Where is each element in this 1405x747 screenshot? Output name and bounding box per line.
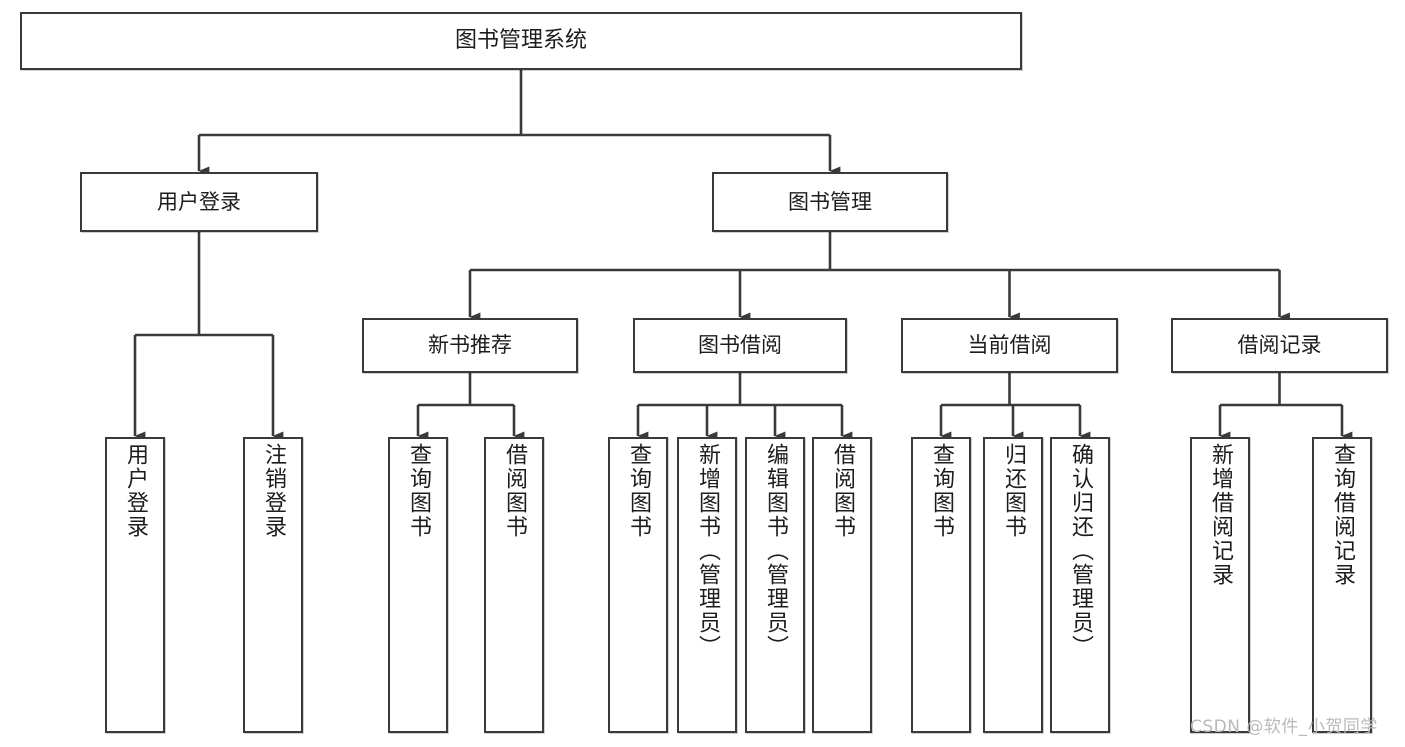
leaf-leaf-add-book-admin-label: 新增图书（管理员）: [695, 443, 720, 659]
leaf-leaf-query-book-current[interactable]: 查询图书: [911, 437, 971, 733]
watermark: CSDN @软件_小贺同学: [1190, 717, 1378, 737]
node-root-label: 图书管理系统: [454, 28, 587, 54]
leaf-leaf-return-book[interactable]: 归还图书: [983, 437, 1043, 733]
leaf-leaf-query-borrow-record-label: 查询借阅记录: [1330, 443, 1355, 587]
leaf-leaf-borrow-book-recommend[interactable]: 借阅图书: [484, 437, 544, 733]
leaf-leaf-borrow-book-recommend-label: 借阅图书: [502, 443, 527, 539]
node-new-book-recommend[interactable]: 新书推荐: [362, 318, 578, 373]
connector-lines: [133, 70, 1353, 441]
node-book-borrow-label: 图书借阅: [698, 333, 782, 358]
leaf-leaf-add-borrow-record-label: 新增借阅记录: [1208, 443, 1233, 587]
leaf-leaf-borrow-book[interactable]: 借阅图书: [812, 437, 872, 733]
node-user-login-label: 用户登录: [157, 189, 241, 214]
node-user-login[interactable]: 用户登录: [80, 172, 318, 232]
leaf-leaf-user-login[interactable]: 用户登录: [105, 437, 165, 733]
leaf-leaf-query-book-recommend[interactable]: 查询图书: [388, 437, 448, 733]
leaf-leaf-query-book-borrow-label: 查询图书: [626, 443, 651, 539]
leaf-leaf-edit-book-admin[interactable]: 编辑图书（管理员）: [745, 437, 805, 733]
leaf-leaf-edit-book-admin-label: 编辑图书（管理员）: [763, 443, 788, 659]
leaf-leaf-return-book-label: 归还图书: [1001, 443, 1026, 539]
node-current-borrow[interactable]: 当前借阅: [901, 318, 1118, 373]
leaf-leaf-query-book-current-label: 查询图书: [929, 443, 954, 539]
leaf-leaf-query-book-borrow[interactable]: 查询图书: [608, 437, 668, 733]
leaf-leaf-borrow-book-label: 借阅图书: [830, 443, 855, 539]
node-borrow-record[interactable]: 借阅记录: [1171, 318, 1388, 373]
leaf-leaf-logout[interactable]: 注销登录: [243, 437, 303, 733]
node-book-manage-label: 图书管理: [788, 189, 872, 214]
node-current-borrow-label: 当前借阅: [967, 333, 1052, 358]
leaf-leaf-query-borrow-record[interactable]: 查询借阅记录: [1312, 437, 1372, 733]
leaf-leaf-confirm-return-admin[interactable]: 确认归还（管理员）: [1050, 437, 1110, 733]
leaf-leaf-add-borrow-record[interactable]: 新增借阅记录: [1190, 437, 1250, 733]
leaf-leaf-query-book-recommend-label: 查询图书: [406, 443, 431, 539]
node-new-book-recommend-label: 新书推荐: [428, 333, 512, 358]
node-borrow-record-label: 借阅记录: [1237, 333, 1322, 358]
leaf-leaf-logout-label: 注销登录: [261, 443, 286, 539]
node-root[interactable]: 图书管理系统: [20, 12, 1022, 70]
leaf-leaf-add-book-admin[interactable]: 新增图书（管理员）: [677, 437, 737, 733]
node-book-borrow[interactable]: 图书借阅: [633, 318, 847, 373]
leaf-leaf-user-login-label: 用户登录: [123, 443, 148, 539]
node-book-manage[interactable]: 图书管理: [712, 172, 948, 232]
leaf-leaf-confirm-return-admin-label: 确认归还（管理员）: [1068, 443, 1093, 659]
